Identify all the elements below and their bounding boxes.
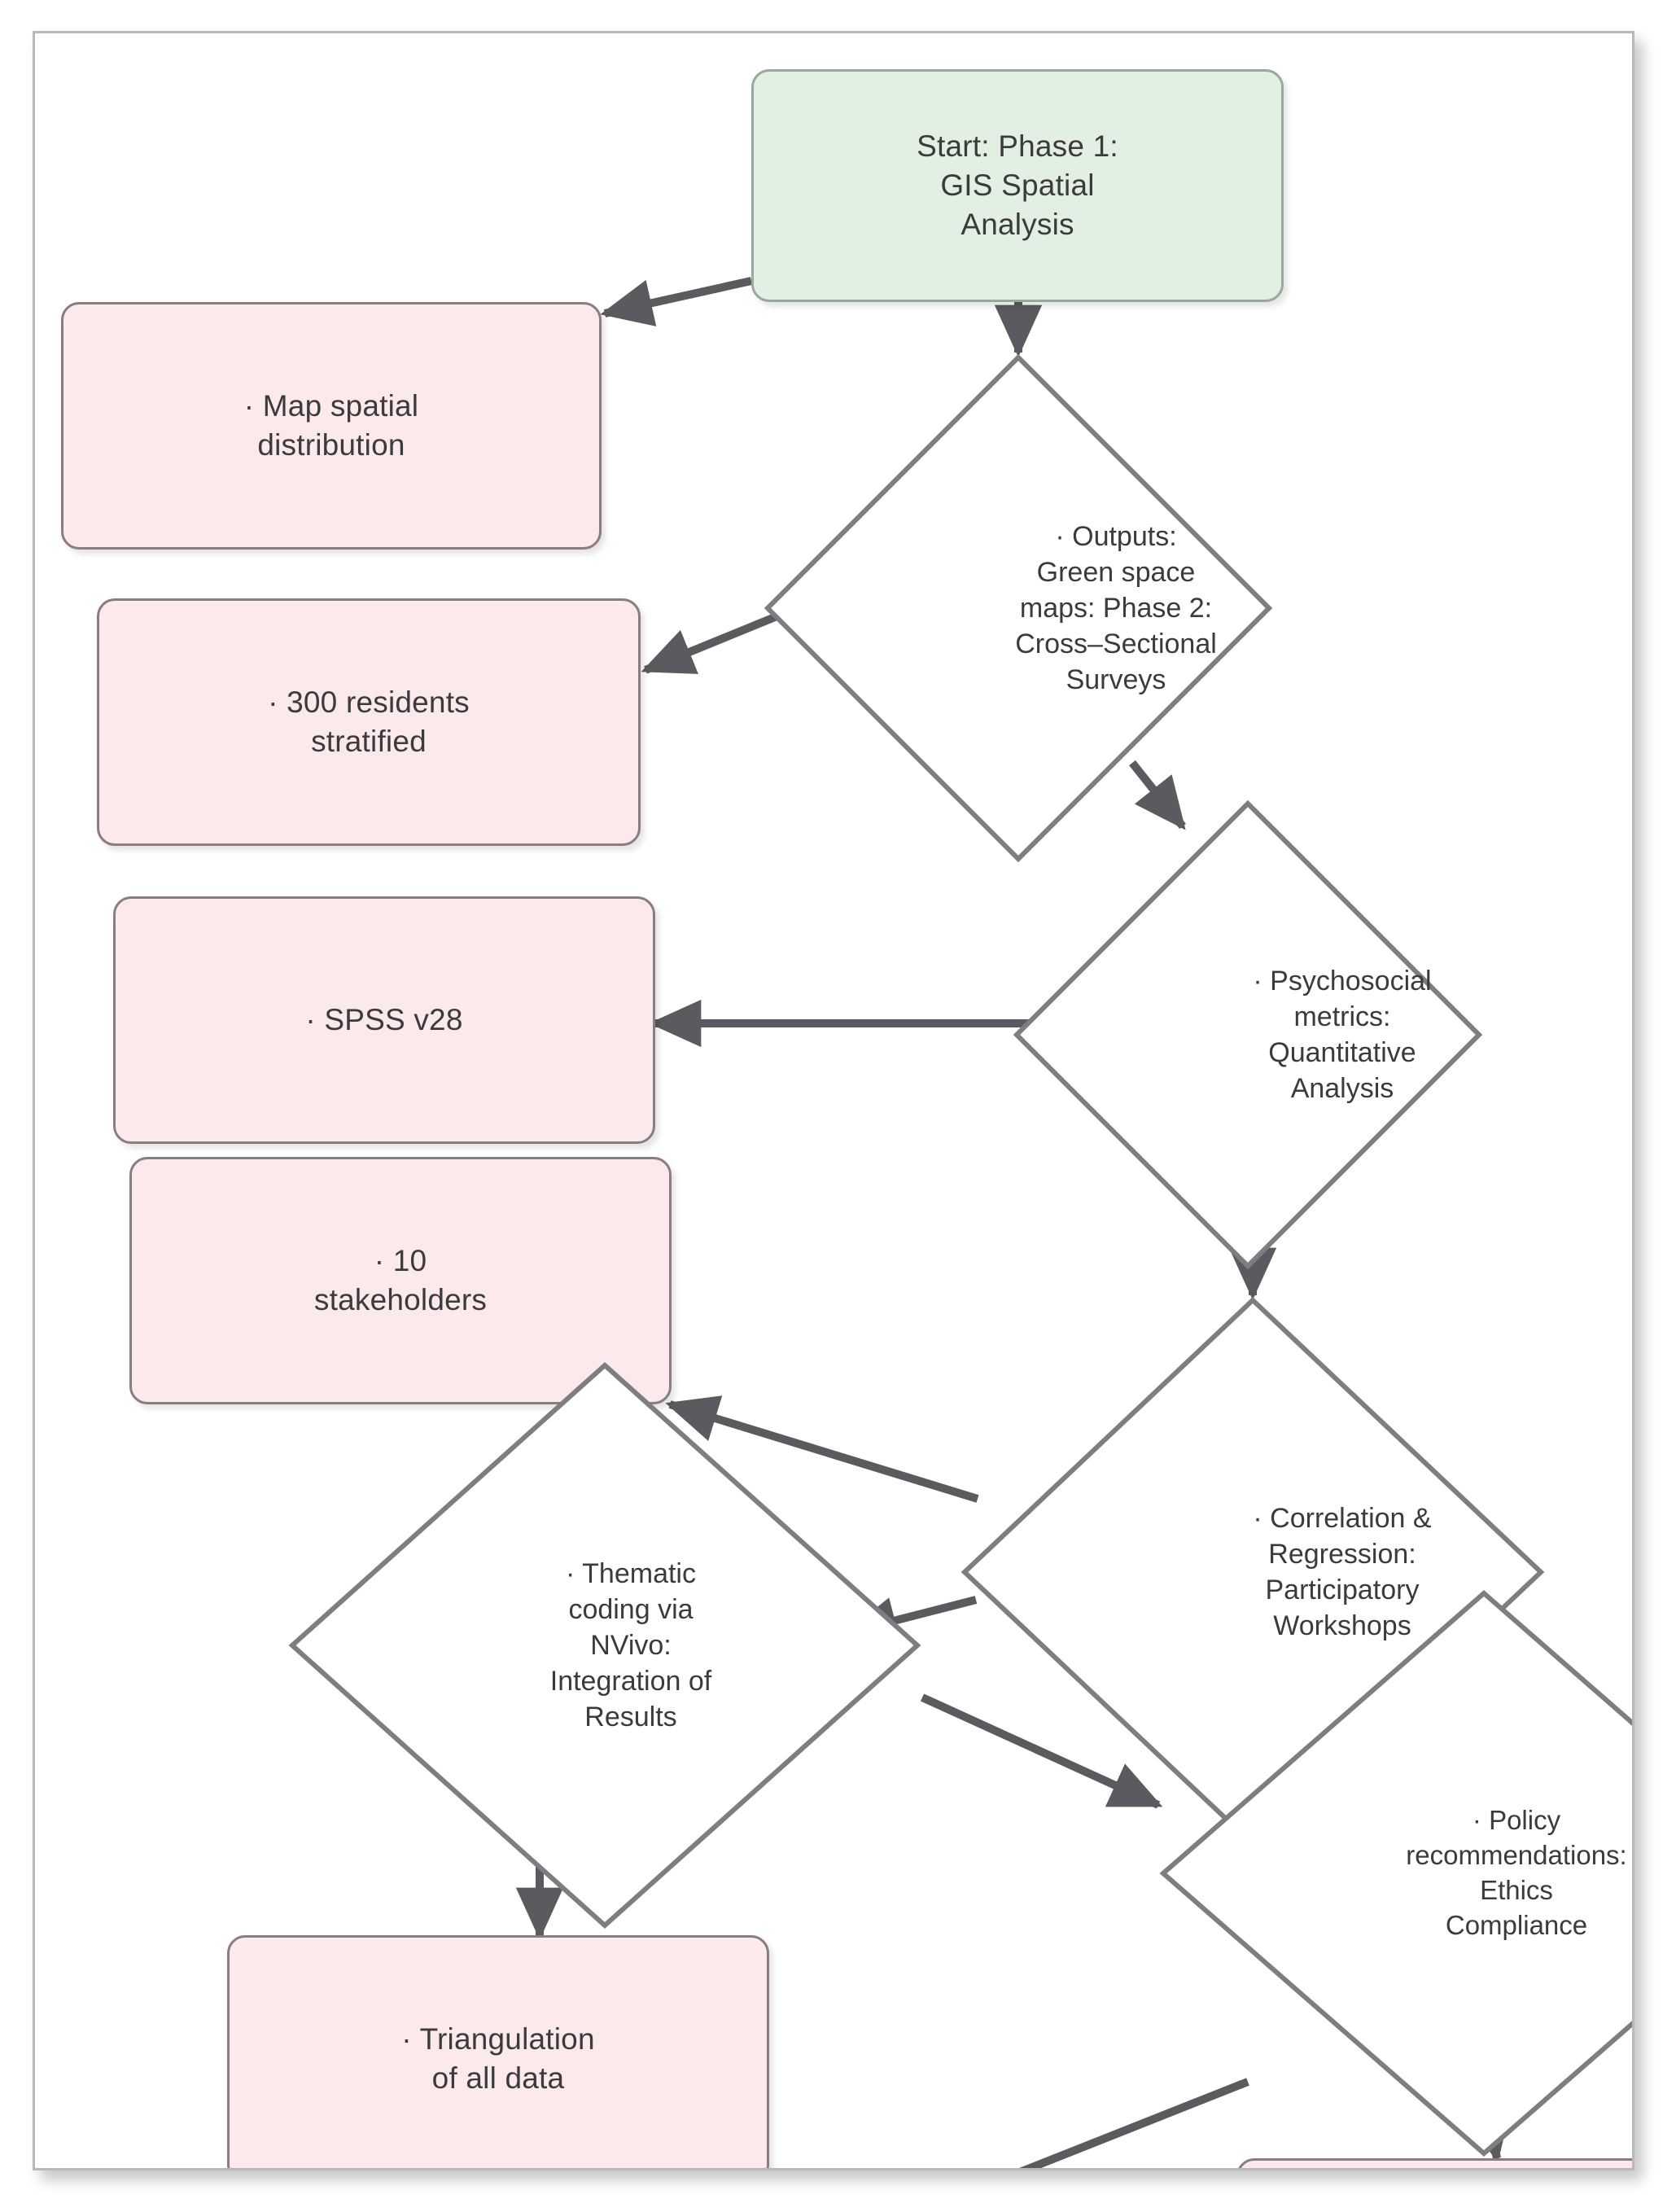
node-spss[interactable]: · SPSS v28 — [113, 896, 655, 1144]
node-outputs-green-space-label: · Outputs: Green space maps: Phase 2: Cr… — [1015, 520, 1217, 696]
flowchart-canvas: Start: Phase 1: GIS Spatial Analysis · M… — [33, 31, 1634, 2170]
node-start-label: Start: Phase 1: GIS Spatial Analysis — [917, 129, 1118, 242]
node-outputs-green-space[interactable]: · Outputs: Green space maps: Phase 2: Cr… — [763, 353, 1274, 864]
node-anonymized[interactable]: · Anonymized data: End — [1236, 2158, 1632, 2168]
node-map-spatial[interactable]: · Map spatial distribution — [61, 302, 602, 550]
node-thematic[interactable]: · Thematic coding via NVivo: Integration… — [287, 1360, 922, 1930]
diamond-shape — [1013, 799, 1483, 1270]
edge-start-to-map-spatial-line — [600, 277, 753, 326]
diamond-shape — [1159, 1590, 1632, 2157]
node-thematic-label: · Thematic coding via NVivo: Integration… — [549, 1557, 712, 1733]
node-correlation-label: · Correlation & Regression: Participator… — [1253, 1502, 1432, 1642]
node-spss-label: · SPSS v28 — [305, 1002, 463, 1036]
node-psychosocial-label: · Psychosocial metrics: Quantitative Ana… — [1253, 965, 1432, 1105]
node-triangulation[interactable]: · Triangulation of all data — [227, 1935, 769, 2168]
node-policy-label: · Policy recommendations: Ethics Complia… — [1406, 1805, 1627, 1940]
diamond-shape — [288, 1361, 921, 1929]
diamond-shape — [764, 353, 1273, 863]
node-psychosocial[interactable]: · Psychosocial metrics: Quantitative Ana… — [1012, 799, 1484, 1271]
node-start[interactable]: Start: Phase 1: GIS Spatial Analysis — [751, 69, 1284, 302]
node-residents-label: · 300 residents stratified — [268, 685, 470, 758]
node-residents[interactable]: · 300 residents stratified — [97, 598, 641, 846]
node-stakeholders[interactable]: · 10 stakeholders — [129, 1157, 672, 1404]
node-stakeholders-label: · 10 stakeholders — [313, 1243, 488, 1316]
node-map-spatial-label: · Map spatial distribution — [243, 388, 419, 462]
node-policy[interactable]: · Policy recommendations: Ethics Complia… — [1158, 1588, 1632, 2158]
edge-start-to-map-spatial — [602, 281, 751, 315]
node-triangulation-label: · Triangulation of all data — [401, 2021, 595, 2095]
